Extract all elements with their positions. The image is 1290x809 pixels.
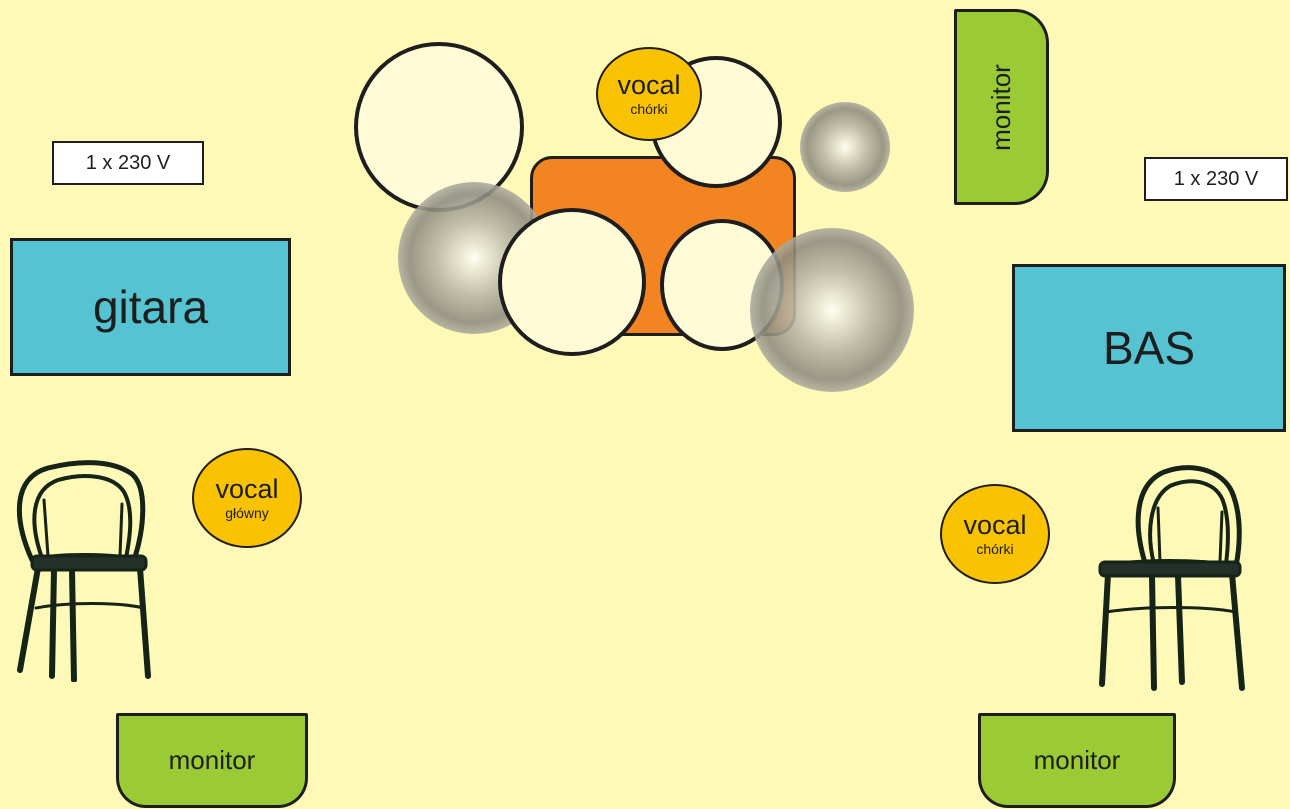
vocal-mic-right: vocal chórki [940, 484, 1050, 584]
ride-cymbal [750, 228, 914, 392]
hihat-cymbal [800, 102, 890, 192]
monitor-bottom-right-label: monitor [1033, 745, 1121, 775]
guitar-amp: gitara [10, 238, 291, 376]
monitor-bottom-left-label: monitor [168, 745, 256, 775]
guitar-amp-label: gitara [92, 281, 209, 333]
monitor-bottom-right: monitor [978, 713, 1176, 808]
power-outlet-right: 1 x 230 V [1144, 157, 1288, 201]
power-outlet-left-label: 1 x 230 V [85, 151, 171, 174]
chair-left-icon [16, 460, 151, 682]
monitor-bottom-left: monitor [116, 713, 308, 808]
vocal-mic-right-label: vocal [963, 510, 1027, 540]
bass-amp-label: BAS [1102, 322, 1196, 374]
power-outlet-right-label: 1 x 230 V [1173, 167, 1259, 190]
monitor-top-label: monitor [985, 63, 1016, 151]
vocal-mic-lead: vocal główny [192, 448, 302, 548]
vocal-mic-right-sub: chórki [976, 541, 1014, 557]
power-outlet-left: 1 x 230 V [52, 141, 204, 185]
vocal-mic-drums-label: vocal [617, 70, 681, 100]
bass-amp: BAS [1012, 264, 1286, 432]
chair-right-icon [1098, 465, 1245, 691]
vocal-mic-lead-sub: główny [225, 505, 269, 521]
vocal-mic-lead-label: vocal [215, 474, 279, 504]
snare-drum [498, 208, 646, 356]
floor-tom [354, 42, 524, 212]
vocal-mic-drums-sub: chórki [630, 101, 668, 117]
vocal-mic-drums: vocal chórki [596, 47, 702, 141]
monitor-top: monitor [954, 9, 1049, 205]
